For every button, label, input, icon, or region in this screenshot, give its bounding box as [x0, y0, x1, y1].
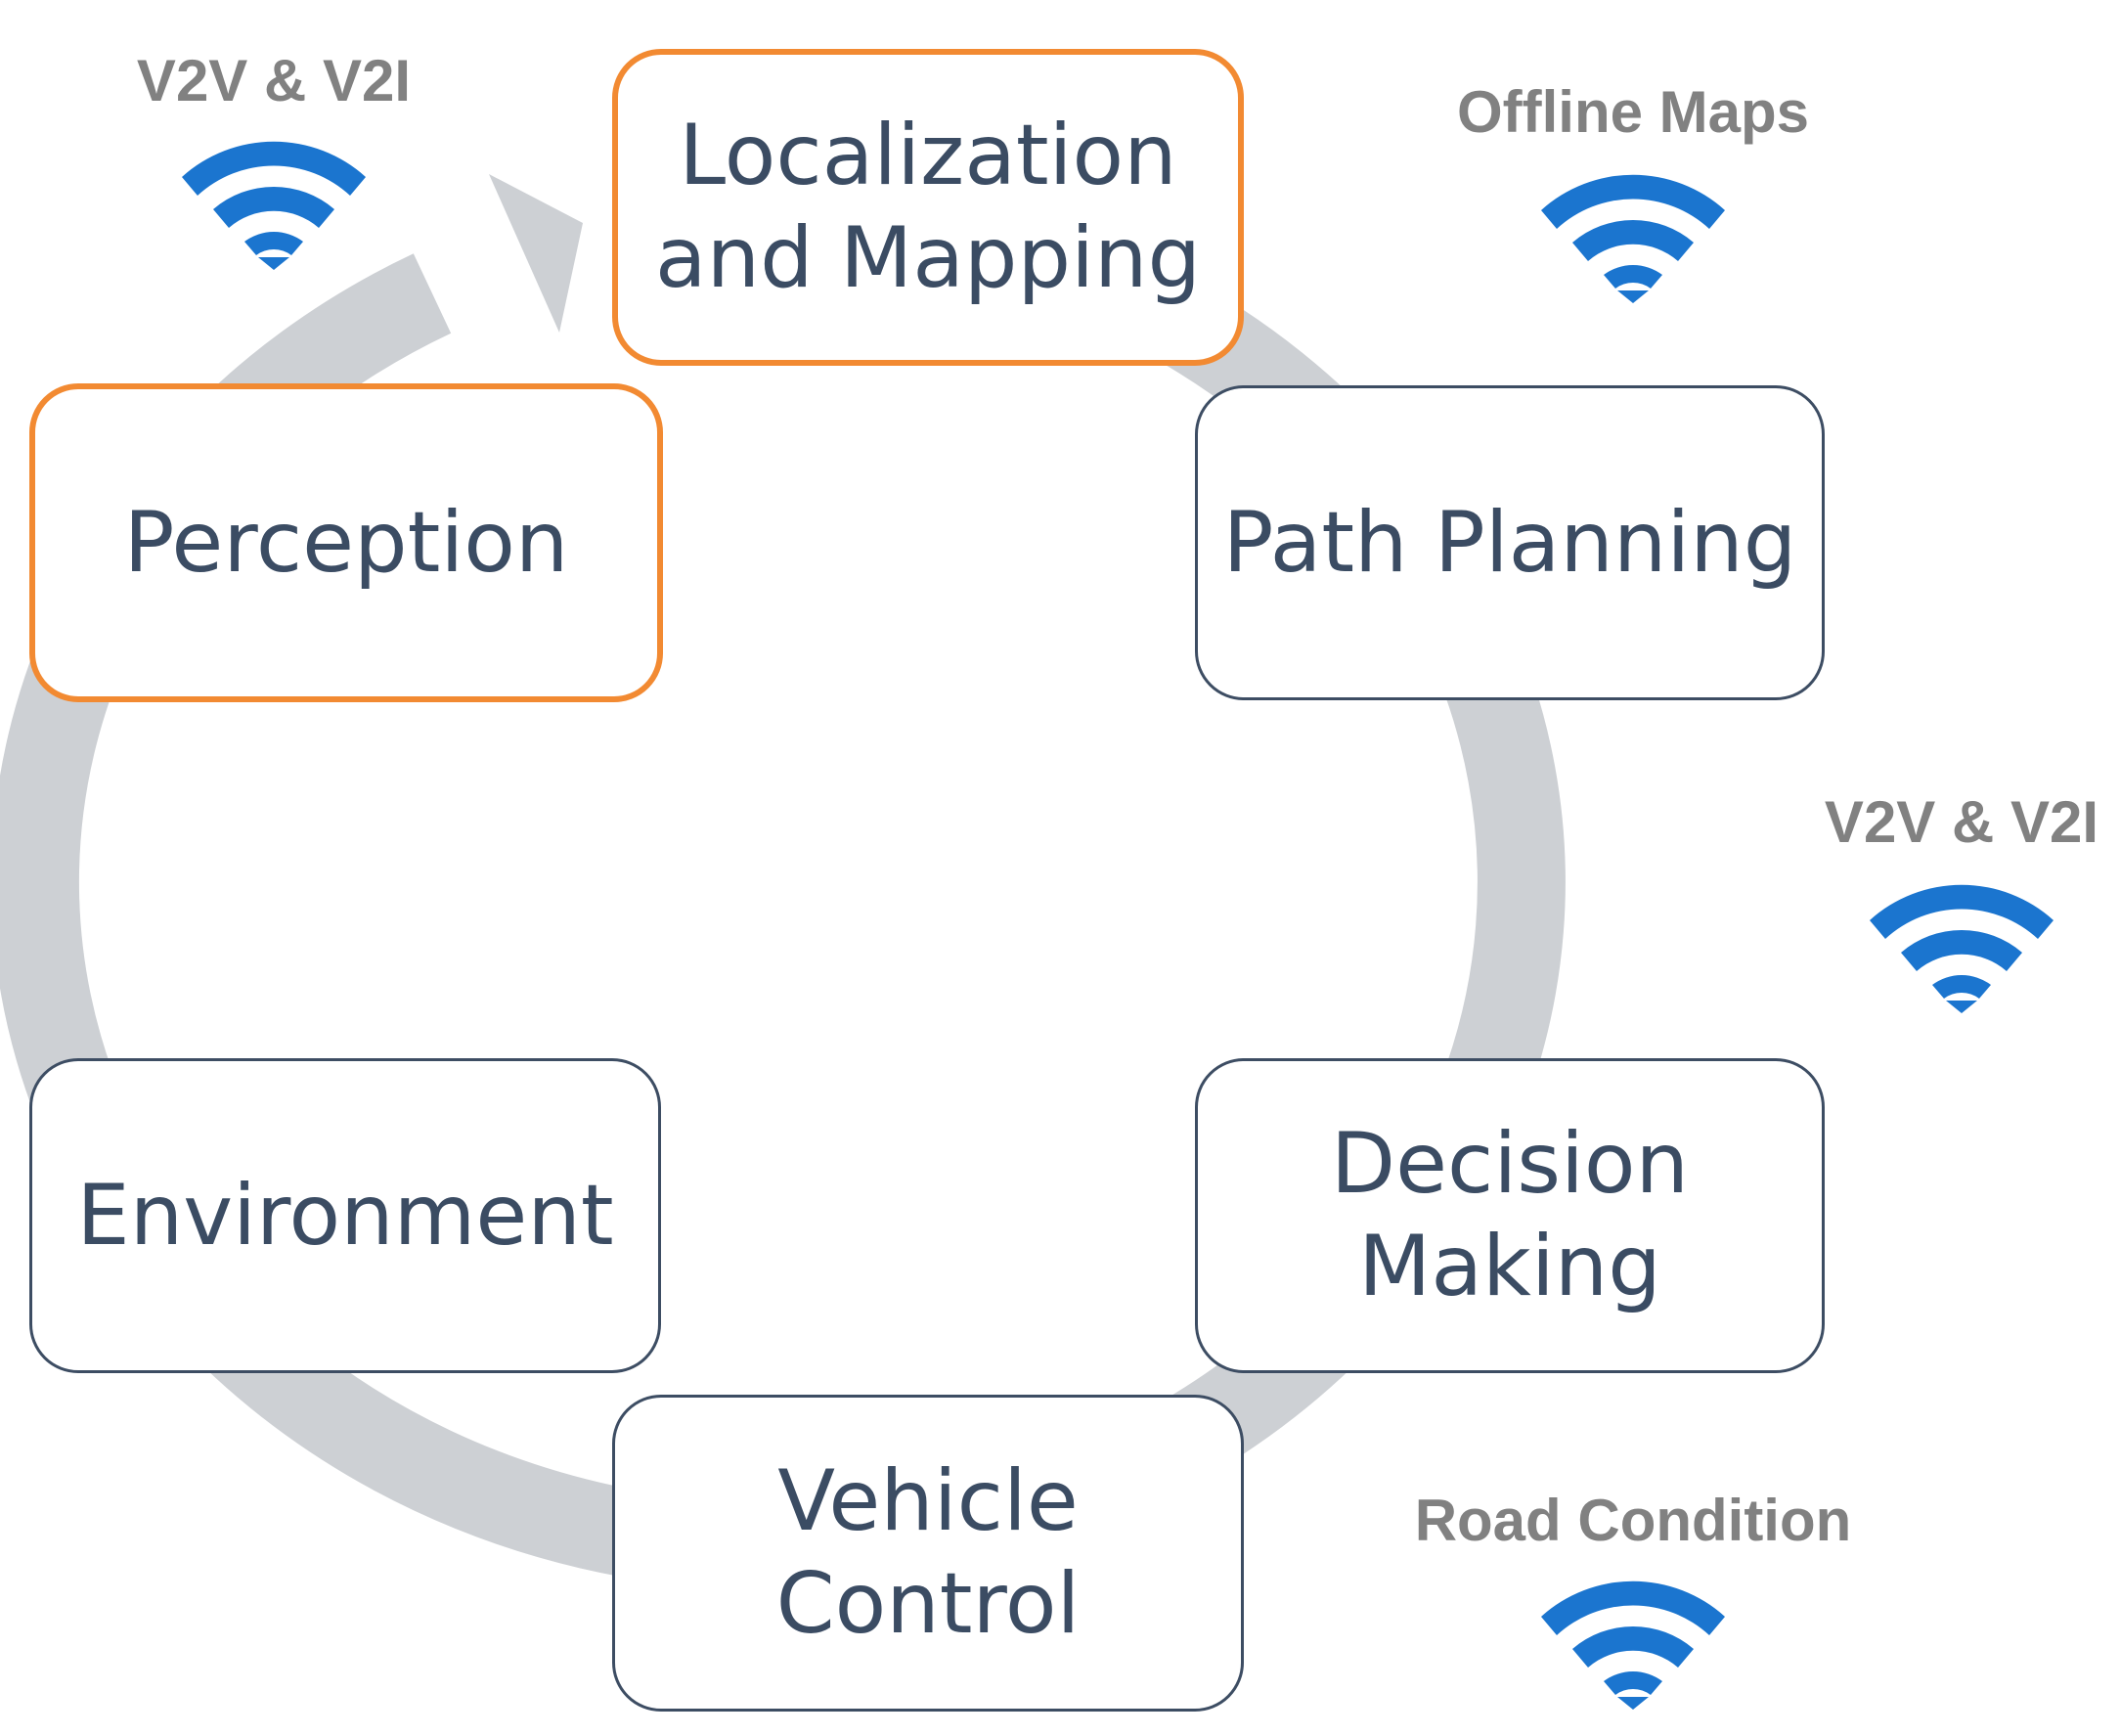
environment-box: Environment [29, 1058, 661, 1373]
vehicle-control-label: Vehicle Control [776, 1450, 1081, 1656]
signal-v2v-top-left: V2V & V2I [98, 49, 450, 270]
decision-making-box: Decision Making [1195, 1058, 1825, 1373]
localization-mapping-label: Localization and Mapping [655, 105, 1201, 310]
wifi-icon [182, 141, 366, 270]
vehicle-line-2: Control [775, 1555, 1081, 1653]
environment-label: Environment [76, 1166, 614, 1265]
vehicle-control-box: Vehicle Control [612, 1395, 1244, 1712]
perception-label: Perception [123, 493, 569, 592]
perception-box: Perception [29, 383, 663, 702]
path-planning-label: Path Planning [1222, 493, 1797, 592]
path-planning-box: Path Planning [1195, 385, 1825, 700]
signal-offline-maps: Offline Maps [1398, 80, 1868, 303]
localization-mapping-box: Localization and Mapping [612, 49, 1244, 366]
signal-label: V2V & V2I [136, 48, 412, 113]
decision-line-2: Making [1358, 1218, 1661, 1315]
vehicle-line-1: Vehicle [777, 1452, 1079, 1551]
decision-making-label: Decision Making [1331, 1113, 1689, 1318]
localization-line-2: and Mapping [654, 209, 1202, 307]
signal-v2v-right: V2V & V2I [1786, 790, 2120, 1013]
cycle-arrowhead [489, 174, 583, 333]
signal-label: Offline Maps [1456, 79, 1810, 145]
signal-label: Road Condition [1414, 1488, 1852, 1553]
wifi-icon [1541, 174, 1725, 303]
wifi-icon [1541, 1580, 1725, 1710]
decision-line-1: Decision [1330, 1115, 1690, 1214]
localization-line-1: Localization [679, 107, 1177, 205]
signal-label: V2V & V2I [1824, 789, 2099, 855]
signal-road-condition: Road Condition [1379, 1489, 1887, 1710]
wifi-icon [1870, 884, 2054, 1013]
